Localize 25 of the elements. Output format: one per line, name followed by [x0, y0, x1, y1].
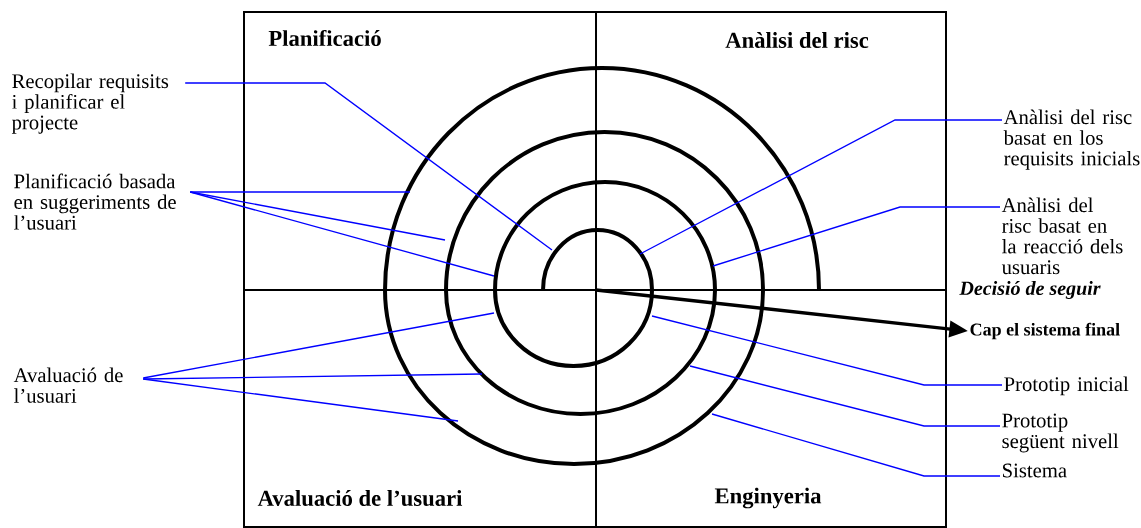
callout-text: Sistema [1003, 463, 1067, 478]
quadrant-title: Enginyeria [714, 487, 822, 509]
leader-line [189, 191, 411, 193]
leader-line [711, 413, 1001, 477]
leader-line [142, 378, 459, 422]
callout-text: Prototip següent nivell [1002, 413, 1119, 453]
callout-text: Planificació basada en suggeriments de l’usuari [14, 173, 176, 230]
end-label: Cap el sistema final [970, 322, 1120, 340]
leader-line [639, 119, 1003, 255]
leader-line [142, 373, 483, 380]
leader-line [184, 82, 553, 251]
callout-text: Anàlisi del risc basat en los requisits inicials [1003, 109, 1140, 170]
leader-line [689, 365, 1001, 427]
quadrant-title: Anàlisi del risc [725, 32, 869, 48]
quadrant-title: Planificació [268, 29, 381, 47]
callout-text: Avaluació de l’usuari [13, 367, 123, 403]
leader-line [651, 315, 1003, 386]
callout-text: Prototip inicial [1004, 376, 1129, 396]
leader-line [189, 191, 495, 277]
decision-label: Decisió de seguir [959, 280, 1101, 300]
callout-text: Anàlisi del risc basat en la reacció dels usuaris [1001, 197, 1123, 275]
leader-line [142, 312, 495, 379]
quadrant-title: Avaluació de l’usuari [257, 490, 463, 506]
callout-text: Recopilar requisits i planificar el projecte [11, 73, 169, 134]
leader-line [712, 206, 1001, 267]
